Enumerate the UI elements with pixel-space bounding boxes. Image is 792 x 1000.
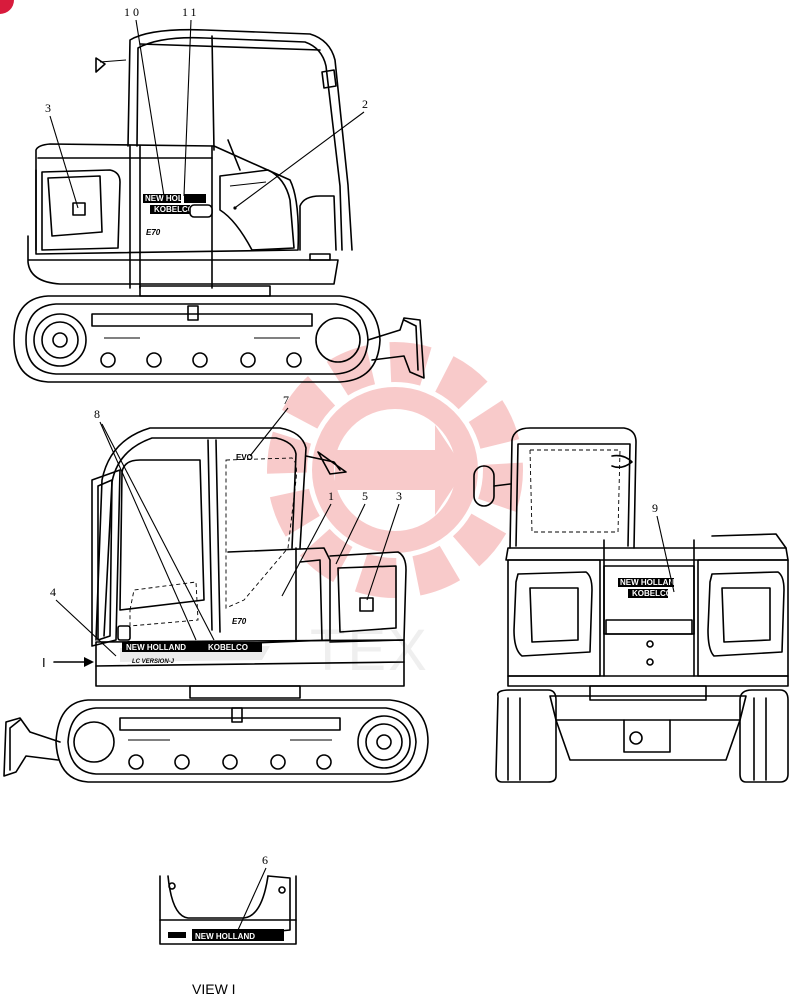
decal-model-top: E70 <box>146 228 161 237</box>
callout-4: 4 <box>50 585 56 599</box>
decal-evo: EVO <box>236 453 253 462</box>
callout-8: 8 <box>94 407 100 421</box>
callout-6: 6 <box>262 853 268 867</box>
callout-9: 9 <box>652 501 658 515</box>
excavator-rear-view: NEW HOLLAND KOBELCO <box>473 427 789 783</box>
watermark-gear-icon <box>267 342 523 598</box>
callouts-rear-view: 9 <box>652 501 675 593</box>
excavator-right-side-view: NEW HOLLAND KOBELCO LC VERSION-J E70 EVO <box>3 427 429 783</box>
decal-model-side: E70 <box>232 617 247 626</box>
decal-kobelco-side: KOBELCO <box>208 643 248 652</box>
excavator-left-side-view: NEW HOLLAND KOBELCO E70 <box>13 28 425 383</box>
decal-kobelco-top: KOBELCO <box>154 205 194 214</box>
callouts-top-view: 10 11 3 2 <box>45 5 368 209</box>
decal-kobelco-rear: KOBELCO <box>632 589 672 598</box>
view-i-arrow-label: I <box>42 655 46 670</box>
callout-1: 1 <box>328 489 334 503</box>
decal-new-holland-top: NEW HOLLAND <box>145 194 205 203</box>
callouts-side-view: 8 7 1 5 3 4 <box>50 393 402 657</box>
watermark-text: TEX <box>310 618 429 683</box>
decal-new-holland-side: NEW HOLLAND <box>126 643 186 652</box>
corner-badge-icon <box>0 0 14 14</box>
callout-3-side: 3 <box>396 489 402 503</box>
view-i-detail: NEW HOLLAND 6 <box>159 853 297 945</box>
callout-5: 5 <box>362 489 368 503</box>
decal-new-holland-view-i: NEW HOLLAND <box>195 932 255 941</box>
callout-11: 11 <box>182 5 200 19</box>
callout-10: 10 <box>124 5 142 19</box>
callout-7: 7 <box>283 393 289 407</box>
view-i-label: VIEW I <box>192 981 236 997</box>
callout-2: 2 <box>362 97 368 111</box>
watermark: TEX <box>267 342 523 683</box>
view-i-arrow: I <box>42 655 94 670</box>
callout-3-top: 3 <box>45 101 51 115</box>
decal-new-holland-rear: NEW HOLLAND <box>620 578 680 587</box>
decal-lc-version: LC VERSION-J <box>132 659 175 665</box>
